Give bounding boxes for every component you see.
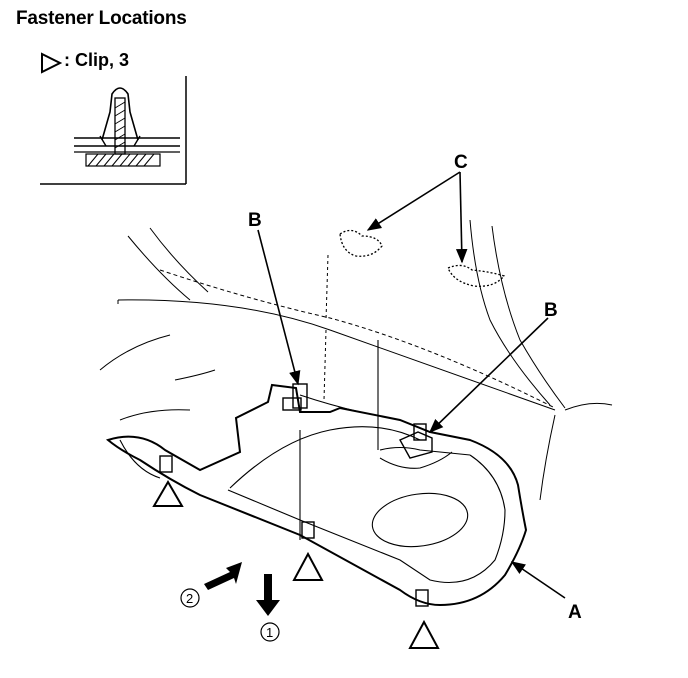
clip-c-right	[447, 264, 506, 287]
direction-2-number: 2	[186, 591, 193, 606]
leader-c-right	[455, 171, 468, 264]
label-a: A	[568, 602, 582, 623]
clip-triangle-icon	[292, 551, 324, 581]
leader-a	[510, 561, 566, 599]
label-b-left: B	[248, 210, 262, 231]
clip-c-left	[339, 229, 383, 257]
label-c: C	[454, 152, 468, 173]
label-b-right: B	[544, 300, 558, 321]
direction-arrow-1	[256, 574, 280, 616]
direction-1-circle	[260, 622, 280, 642]
clip-legend-text: : Clip, 3	[64, 50, 130, 70]
clip-b-right	[399, 423, 433, 459]
vehicle-body-outline	[99, 219, 613, 501]
page-title: Fastener Locations	[16, 8, 187, 29]
triangle-clip-icon	[41, 52, 62, 74]
clip-detail-inset	[40, 76, 187, 185]
undercover-panel-a	[105, 383, 528, 607]
direction-1-number: 1	[266, 625, 273, 640]
leader-b-left	[257, 229, 301, 386]
clip-triangle-icon	[152, 480, 184, 507]
leader-c-left	[366, 171, 461, 231]
direction-arrow-2	[204, 562, 242, 590]
direction-2-circle	[180, 588, 200, 608]
leader-b-right	[428, 317, 549, 434]
clip-triangle-icon	[408, 619, 440, 649]
